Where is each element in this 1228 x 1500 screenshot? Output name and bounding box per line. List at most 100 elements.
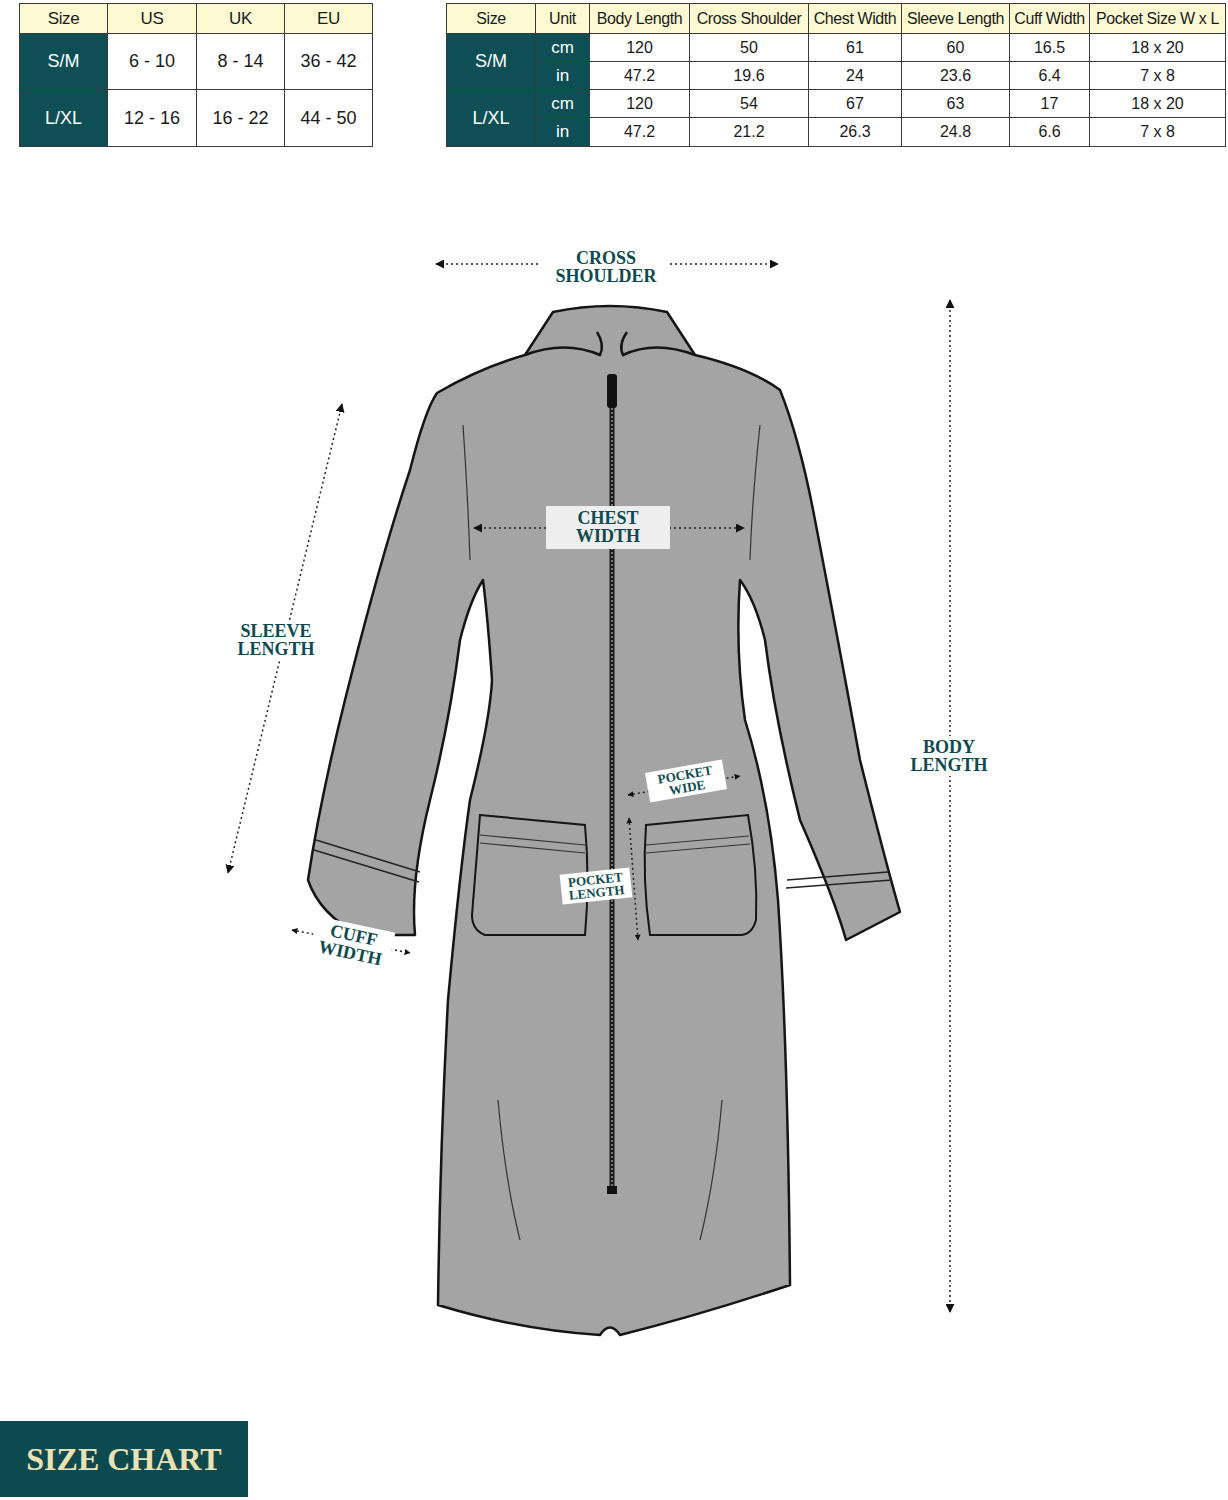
zipper-stop: [607, 1186, 617, 1194]
table-cell: 36 - 42: [284, 33, 373, 90]
table-cell: 47.2: [589, 117, 690, 147]
table-cell: 6 - 10: [107, 33, 197, 90]
table-text: L/XL: [45, 108, 82, 129]
table-text: S/M: [475, 51, 507, 72]
table-text: 6.6: [1038, 123, 1060, 141]
table-text: S/M: [47, 51, 79, 72]
table-text: 21.2: [733, 123, 764, 141]
table-text: L/XL: [472, 108, 509, 129]
dimension-label: BODY LENGTH: [899, 736, 999, 776]
table-cell: 17: [1009, 89, 1090, 118]
table-text: Body Length: [597, 10, 682, 28]
table-text: 18 x 20: [1131, 95, 1183, 113]
table-text: EU: [317, 9, 340, 29]
table-text: 60: [947, 39, 965, 57]
table-cell: US: [107, 3, 197, 34]
dimension-arrows: [228, 264, 950, 1312]
table-cell: 120: [589, 89, 690, 118]
table-cell: 67: [808, 89, 902, 118]
zipper-teeth: [611, 380, 613, 1190]
table-cell: 61: [808, 33, 902, 62]
table-cell: S/M: [19, 33, 108, 90]
pocket-flap: [480, 835, 750, 853]
table-cell: Unit: [535, 3, 590, 34]
table-text: 44 - 50: [300, 108, 356, 129]
dimension-label: CHEST WIDTH: [546, 506, 670, 549]
table-text: US: [141, 9, 164, 29]
table-cell: 8 - 14: [196, 33, 285, 90]
table-cell: Pocket Size W x L: [1089, 3, 1226, 34]
table-text: 54: [740, 95, 758, 113]
table-cell: UK: [196, 3, 285, 34]
table-text: 18 x 20: [1131, 39, 1183, 57]
table-cell: in: [535, 61, 590, 90]
table-text: Unit: [549, 10, 576, 28]
collar: [525, 332, 695, 355]
table-cell: 16 - 22: [196, 89, 285, 147]
table-cell: cm: [535, 89, 590, 118]
banner-text: SIZE CHART: [26, 1441, 221, 1478]
table-text: in: [556, 66, 569, 86]
table-cell: L/XL: [446, 89, 536, 147]
table-cell: EU: [284, 3, 373, 34]
zipper-pull: [607, 374, 617, 408]
table-cell: 24.8: [901, 117, 1010, 147]
table-text: cm: [551, 38, 574, 58]
table-text: in: [556, 122, 569, 142]
table-cell: 7 x 8: [1089, 61, 1226, 90]
table-text: 47.2: [624, 123, 655, 141]
table-cell: 16.5: [1009, 33, 1090, 62]
table-text: 12 - 16: [124, 108, 180, 129]
table-cell: 63: [901, 89, 1010, 118]
table-cell: 12 - 16: [107, 89, 197, 147]
table-text: 16.5: [1034, 39, 1065, 57]
table-text: Cuff Width: [1014, 10, 1084, 28]
table-text: Pocket Size W x L: [1096, 10, 1219, 28]
table-text: 19.6: [733, 67, 764, 85]
table-text: 67: [846, 95, 864, 113]
table-text: 23.6: [940, 67, 971, 85]
table-cell: Size: [19, 3, 108, 34]
table-cell: S/M: [446, 33, 536, 90]
table-cell: 18 x 20: [1089, 33, 1226, 62]
table-text: 7 x 8: [1140, 123, 1175, 141]
table-text: 6 - 10: [129, 51, 175, 72]
table-cell: 50: [689, 33, 809, 62]
table-text: 63: [947, 95, 965, 113]
title-banner: SIZE CHART: [0, 1421, 248, 1497]
table-cell: 6.4: [1009, 61, 1090, 90]
table-cell: 47.2: [589, 61, 690, 90]
table-text: Size: [48, 9, 79, 29]
dimension-label: CROSS SHOULDER: [546, 247, 666, 287]
table-cell: 19.6: [689, 61, 809, 90]
table-cell: 120: [589, 33, 690, 62]
table-text: 16 - 22: [212, 108, 268, 129]
table-text: 7 x 8: [1140, 67, 1175, 85]
table-text: 120: [626, 95, 653, 113]
table-text: Cross Shoulder: [697, 10, 802, 28]
table-cell: 24: [808, 61, 902, 90]
table-cell: 23.6: [901, 61, 1010, 90]
table-cell: Chest Width: [808, 3, 902, 34]
table-text: 36 - 42: [300, 51, 356, 72]
table-cell: 7 x 8: [1089, 117, 1226, 147]
table-cell: 6.6: [1009, 117, 1090, 147]
table-cell: in: [535, 117, 590, 147]
table-text: 17: [1041, 95, 1059, 113]
dimension-label: SLEEVE LENGTH: [221, 620, 331, 660]
table-text: UK: [229, 9, 252, 29]
table-cell: Cross Shoulder: [689, 3, 809, 34]
pocket: [645, 815, 757, 935]
table-cell: 60: [901, 33, 1010, 62]
table-cell: Sleeve Length: [901, 3, 1010, 34]
table-text: cm: [551, 94, 574, 114]
table-text: Chest Width: [814, 10, 897, 28]
zipper: [610, 380, 615, 1190]
table-cell: 44 - 50: [284, 89, 373, 147]
table-text: Sleeve Length: [907, 10, 1004, 28]
table-cell: cm: [535, 33, 590, 62]
table-cell: 18 x 20: [1089, 89, 1226, 118]
table-text: 61: [846, 39, 864, 57]
table-cell: L/XL: [19, 89, 108, 147]
